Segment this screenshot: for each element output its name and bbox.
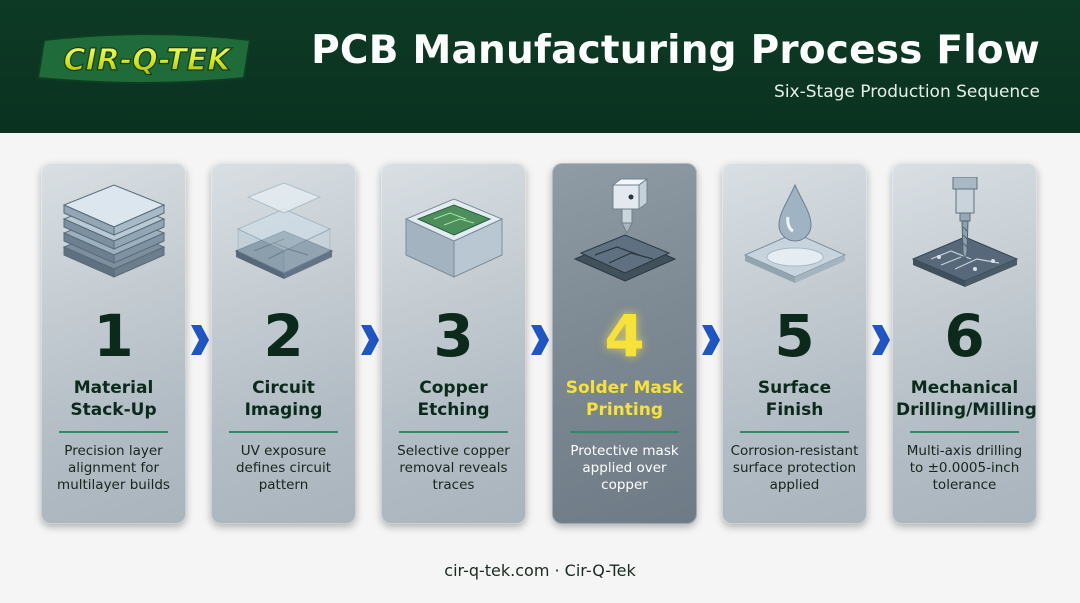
chevron-right-icon xyxy=(531,325,549,355)
etching-tank-icon xyxy=(381,177,526,297)
divider xyxy=(910,431,1019,433)
divider xyxy=(740,431,849,433)
chevron-right-icon xyxy=(191,325,209,355)
chevron-right-icon xyxy=(702,325,720,355)
stage-number: 1 xyxy=(93,302,134,370)
drill-icon xyxy=(892,177,1037,297)
stage-number: 3 xyxy=(433,302,474,370)
page-subtitle: Six-Stage Production Sequence xyxy=(774,82,1040,102)
page-title: PCB Manufacturing Process Flow xyxy=(311,28,1040,73)
stage-number: 5 xyxy=(774,302,815,370)
circuit-imaging-icon xyxy=(211,177,356,297)
svg-text:CIR-Q-TEK: CIR-Q-TEK xyxy=(63,43,233,78)
layer-stack-icon xyxy=(41,177,186,297)
cir-q-tek-logo: CIR-Q-TEK xyxy=(36,33,252,84)
stage-number: 6 xyxy=(944,302,985,370)
mask-printer-icon xyxy=(552,177,697,297)
droplet-board-icon xyxy=(722,177,867,297)
stage-number: 4 xyxy=(604,302,645,370)
chevron-right-icon xyxy=(872,325,890,355)
divider xyxy=(59,431,168,433)
header-banner: CIR-Q-TEK PCB Manufacturing Process Flow… xyxy=(0,0,1080,133)
divider xyxy=(229,431,338,433)
stage-number: 2 xyxy=(263,302,304,370)
footer-credit: cir-q-tek.com · Cir-Q-Tek xyxy=(444,561,636,580)
divider xyxy=(570,431,679,433)
chevron-right-icon xyxy=(361,325,379,355)
divider xyxy=(399,431,508,433)
